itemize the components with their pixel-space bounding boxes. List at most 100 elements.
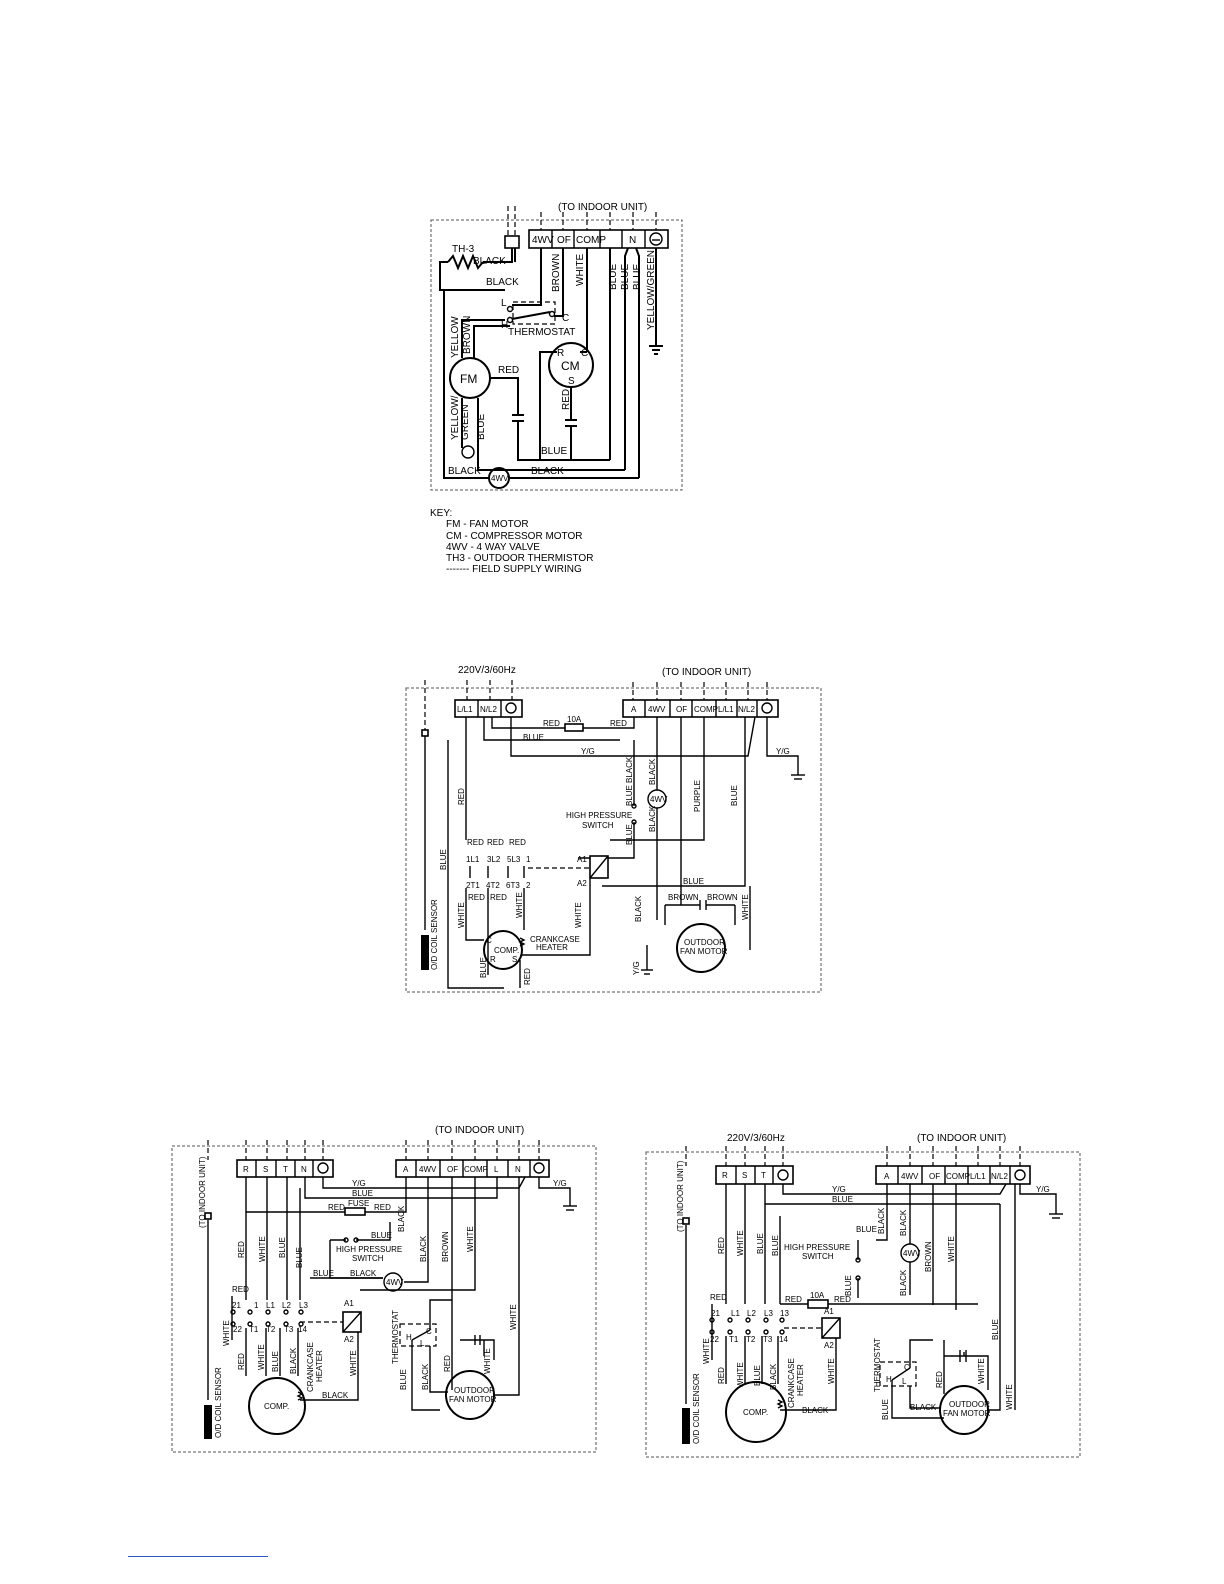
- svg-text:WHITE: WHITE: [509, 1304, 518, 1330]
- svg-text:Y/G: Y/G: [776, 747, 790, 756]
- svg-text:A1: A1: [824, 1307, 834, 1316]
- svg-text:GREEN: GREEN: [460, 404, 471, 440]
- svg-text:WHITE: WHITE: [977, 1358, 986, 1384]
- svg-text:BLACK: BLACK: [531, 466, 564, 477]
- svg-text:L2: L2: [747, 1309, 756, 1318]
- d2-ground-icon: [505, 702, 517, 714]
- svg-text:BLUE: BLUE: [313, 1269, 334, 1278]
- d4-compressor-icon: [725, 1381, 787, 1443]
- d1-connector-icon: [504, 235, 520, 249]
- svg-text:BROWN: BROWN: [462, 316, 473, 354]
- svg-text:COMP.: COMP.: [264, 1402, 289, 1411]
- svg-text:T3: T3: [763, 1335, 773, 1344]
- svg-text:L2: L2: [282, 1301, 291, 1310]
- svg-text:RED: RED: [457, 788, 466, 805]
- svg-text:PURPLE: PURPLE: [693, 780, 702, 812]
- svg-text:C: C: [581, 348, 588, 359]
- svg-text:Y/G: Y/G: [553, 1179, 567, 1188]
- svg-text:C: C: [562, 313, 569, 324]
- svg-text:BLUE: BLUE: [625, 824, 634, 845]
- d1-term-of: OF: [557, 235, 571, 246]
- svg-text:N/L2: N/L2: [480, 705, 497, 714]
- svg-text:A2: A2: [344, 1335, 354, 1344]
- d4-thermostat-box: [879, 1361, 917, 1387]
- svg-text:BLUE: BLUE: [278, 1237, 287, 1258]
- svg-text:WHITE: WHITE: [827, 1358, 836, 1384]
- svg-text:RED: RED: [561, 389, 572, 410]
- svg-text:RED: RED: [509, 838, 526, 847]
- svg-text:C: C: [486, 936, 492, 945]
- d1-key-title: KEY:: [430, 508, 452, 519]
- svg-text:BLUE: BLUE: [832, 1195, 853, 1204]
- svg-text:BLACK: BLACK: [877, 1207, 886, 1234]
- svg-text:22: 22: [710, 1335, 719, 1344]
- svg-text:COMP: COMP: [946, 1172, 970, 1181]
- d1-terminal-block: [528, 229, 669, 249]
- svg-text:WHITE: WHITE: [947, 1236, 956, 1262]
- svg-text:THERMOSTAT: THERMOSTAT: [873, 1338, 882, 1392]
- svg-text:BLACK: BLACK: [322, 1391, 349, 1400]
- svg-text:T3: T3: [284, 1325, 294, 1334]
- d4-indoor-terminals: [875, 1165, 1031, 1185]
- svg-text:BLACK: BLACK: [473, 256, 506, 267]
- svg-text:T2: T2: [266, 1325, 276, 1334]
- svg-text:C: C: [904, 1363, 910, 1372]
- d2-contactor: 1L1 3L2 5L3 1 2T1 4T2 6T3 2: [466, 855, 531, 890]
- svg-text:BLUE: BLUE: [730, 785, 739, 806]
- svg-text:BLACK: BLACK: [421, 1363, 430, 1390]
- d2-frame: [405, 687, 822, 993]
- d3-compressor-icon: [248, 1377, 306, 1435]
- d2-supply: 220V/3/60Hz: [458, 665, 516, 676]
- svg-text:RED: RED: [523, 968, 532, 985]
- svg-text:10A: 10A: [810, 1291, 825, 1300]
- svg-text:R: R: [722, 1171, 728, 1180]
- svg-text:YELLOW: YELLOW: [450, 316, 461, 358]
- svg-text:4WV: 4WV: [491, 474, 509, 483]
- svg-text:21: 21: [711, 1309, 720, 1318]
- svg-text:L: L: [501, 298, 507, 309]
- svg-text:BLUE: BLUE: [295, 1247, 304, 1268]
- diagram-3: (TO INDOOR UNIT) (TO INDOOR UNIT) R S T …: [171, 1125, 597, 1453]
- svg-text:COMP.: COMP.: [743, 1408, 768, 1417]
- d2-fuse-icon: [564, 723, 584, 732]
- d3-fuse-icon: [344, 1207, 366, 1216]
- svg-text:L: L: [420, 1339, 425, 1348]
- svg-text:BLUE: BLUE: [756, 1233, 765, 1254]
- d1-key-fm: FM - FAN MOTOR: [446, 519, 529, 530]
- d3-side-header: (TO INDOOR UNIT): [198, 1156, 207, 1228]
- svg-text:SWITCH: SWITCH: [802, 1252, 834, 1261]
- svg-text:OUTDOOR: OUTDOOR: [454, 1386, 495, 1395]
- svg-text:T: T: [761, 1171, 766, 1180]
- svg-text:L: L: [494, 1165, 499, 1174]
- svg-text:S: S: [263, 1165, 268, 1174]
- svg-text:L1: L1: [731, 1309, 740, 1318]
- d3-ground-icon-2: [533, 1162, 545, 1174]
- svg-text:BROWN: BROWN: [441, 1231, 450, 1262]
- svg-text:BROWN: BROWN: [668, 893, 699, 902]
- svg-text:6T3: 6T3: [506, 881, 520, 890]
- svg-text:10A: 10A: [567, 715, 582, 724]
- svg-text:3L2: 3L2: [487, 855, 501, 864]
- svg-text:WHITE: WHITE: [457, 902, 466, 928]
- svg-text:RED: RED: [717, 1237, 726, 1254]
- svg-text:RED: RED: [717, 1367, 726, 1384]
- svg-text:WHITE: WHITE: [736, 1230, 745, 1256]
- svg-text:BLACK: BLACK: [769, 1363, 778, 1390]
- svg-text:BLUE: BLUE: [399, 1369, 408, 1390]
- svg-text:COMP: COMP: [464, 1165, 488, 1174]
- svg-text:WHITE: WHITE: [515, 892, 524, 918]
- svg-text:RED: RED: [468, 893, 485, 902]
- svg-text:T2: T2: [746, 1335, 756, 1344]
- svg-text:BLUE: BLUE: [632, 264, 643, 290]
- svg-text:Y/G: Y/G: [632, 961, 641, 975]
- d1-th3-label: TH-3: [452, 244, 475, 255]
- svg-text:CRANKCASE: CRANKCASE: [530, 935, 580, 944]
- svg-text:BROWN: BROWN: [924, 1241, 933, 1272]
- svg-text:BLUE: BLUE: [371, 1231, 392, 1240]
- svg-text:BLUE: BLUE: [476, 414, 487, 440]
- svg-text:RED: RED: [785, 1295, 802, 1304]
- svg-text:21: 21: [232, 1301, 241, 1310]
- svg-text:A1: A1: [577, 855, 587, 864]
- d4-frame: [645, 1151, 1081, 1458]
- svg-text:SWITCH: SWITCH: [352, 1254, 384, 1263]
